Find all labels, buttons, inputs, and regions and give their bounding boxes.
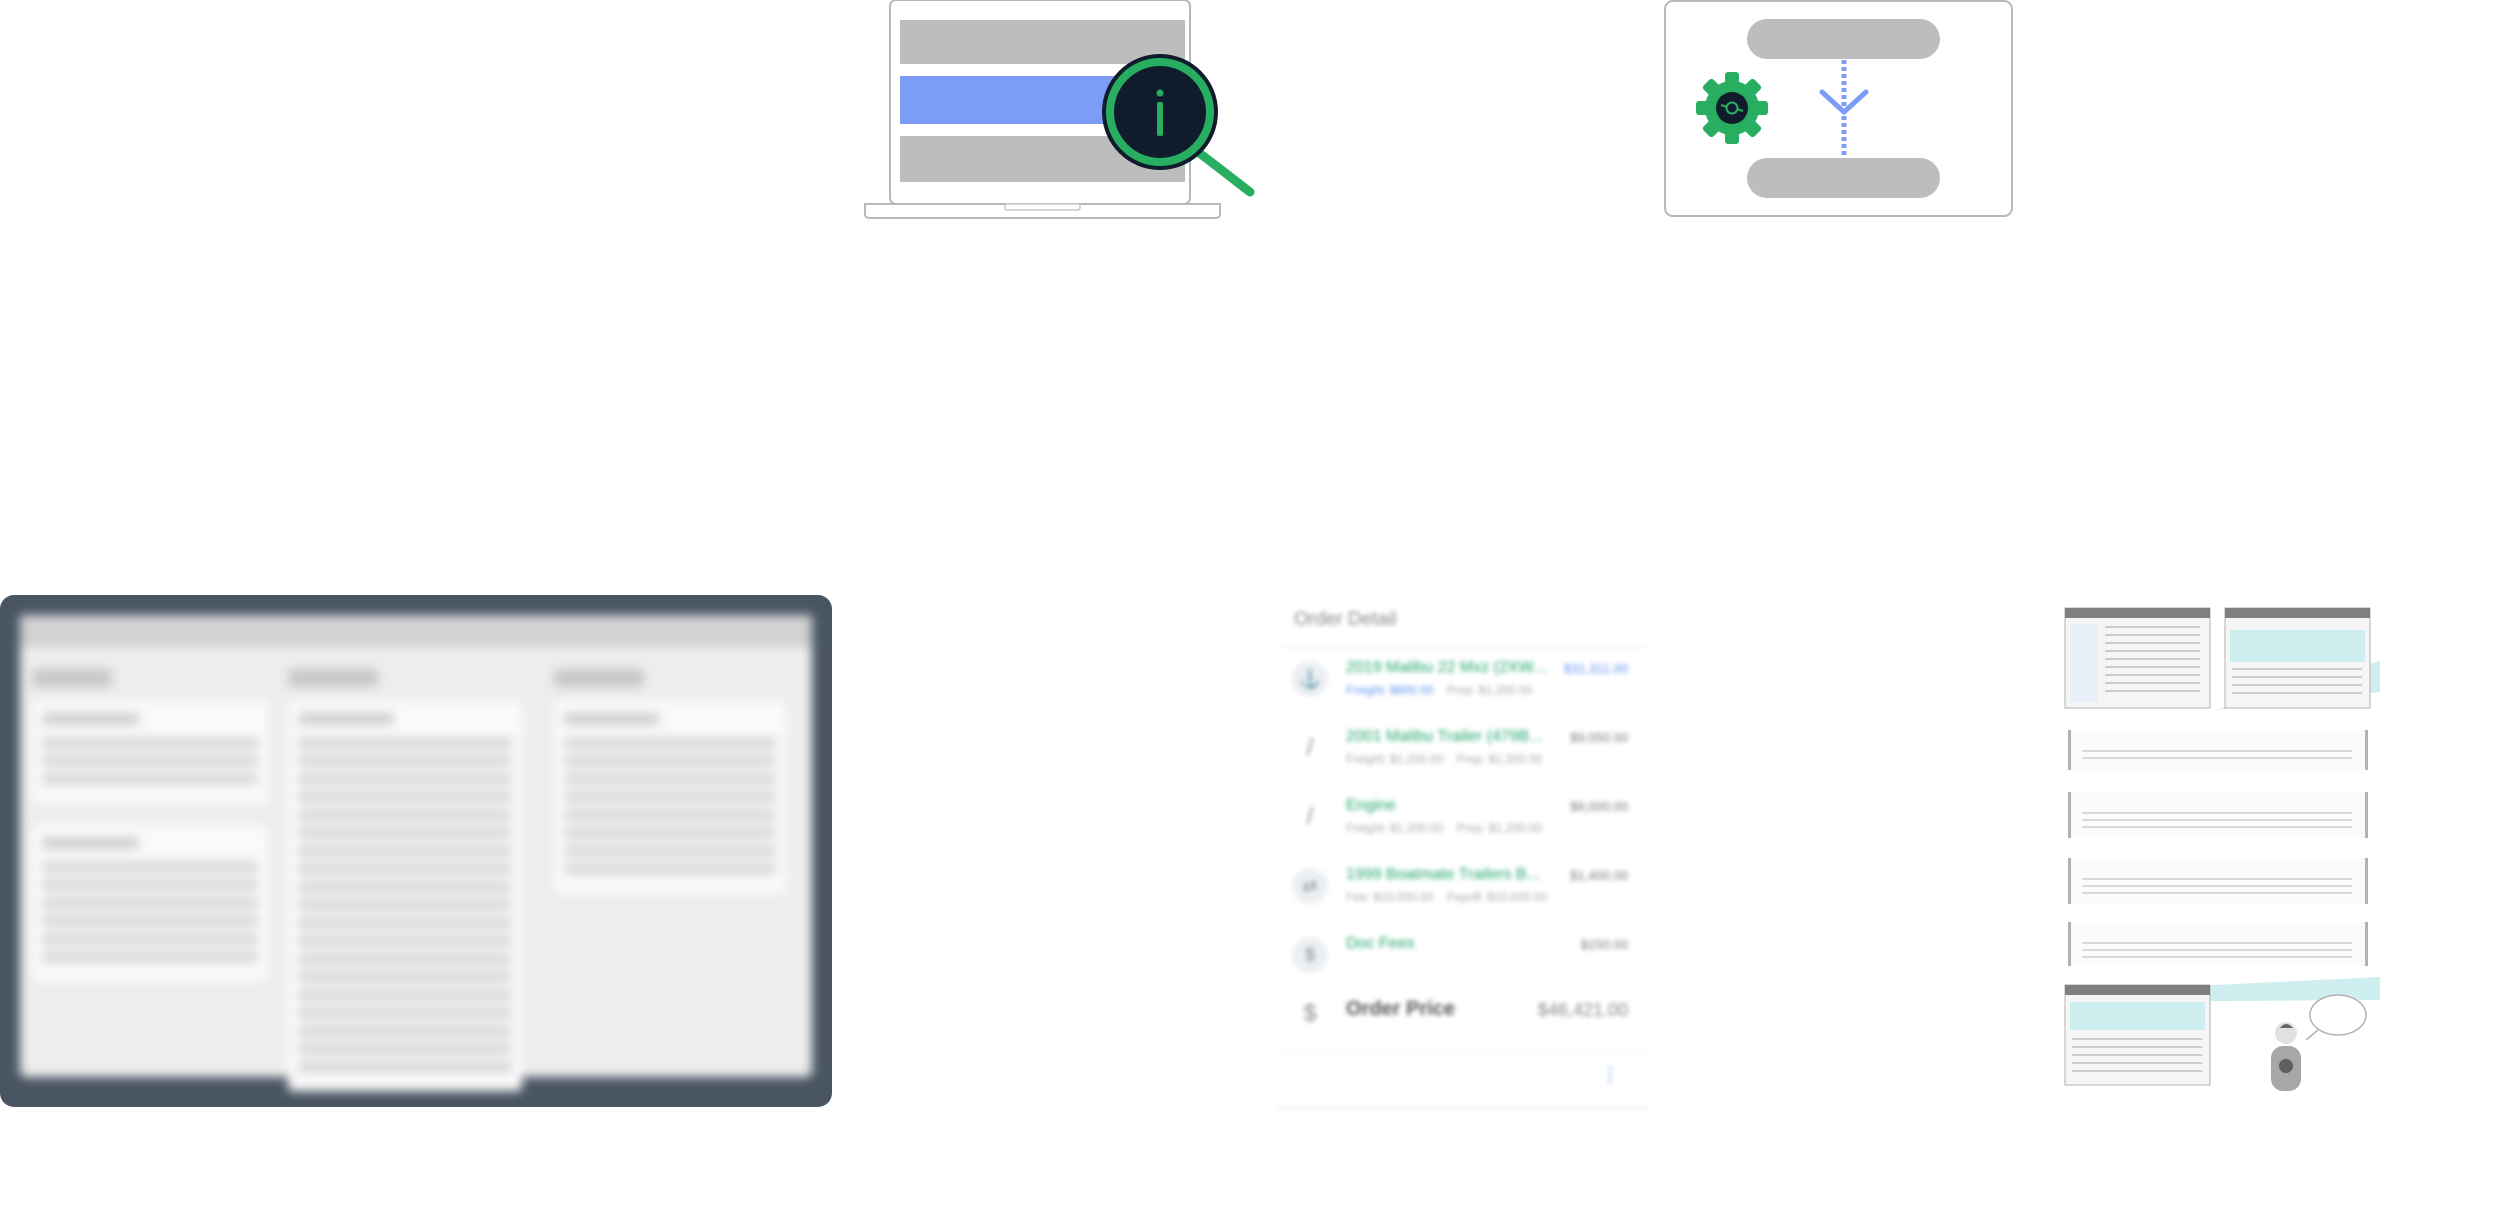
- laptop-search-illustration: [864, 0, 1255, 219]
- order-item-row[interactable]: / Engine Freight: $1,200.00 Prep: $1,200…: [1278, 787, 1648, 849]
- order-total-label: Order Price: [1346, 998, 1455, 1020]
- wrench-icon: /: [1306, 803, 1314, 830]
- order-item-name[interactable]: 2019 Malibu 22 Mxz (2XW...: [1346, 659, 1547, 676]
- info-icon: [1156, 89, 1164, 136]
- order-item-amount: $9,000.00: [1570, 799, 1628, 814]
- order-item-fee: Fee: $10,000.00: [1346, 890, 1434, 904]
- dashboard-column: [554, 669, 786, 915]
- order-item-prep: Prep: $1,200.00: [1456, 752, 1543, 766]
- trailer-icon: ⇄: [1292, 868, 1328, 904]
- workflow-illustration: [1664, 0, 2013, 217]
- order-item-name[interactable]: 1999 Boatmate Trailers B...: [1346, 866, 1540, 883]
- order-total-amount: $46,421.00: [1537, 1000, 1628, 1020]
- dashboard-preview: [0, 595, 832, 1107]
- order-item-row[interactable]: ⚓ 2019 Malibu 22 Mxz (2XW... Freight: $8…: [1278, 649, 1648, 711]
- person-icon: [2271, 1022, 2301, 1091]
- list-panel: [2068, 730, 2368, 770]
- order-total-row: $ Order Price $46,421.00: [1278, 984, 1648, 1046]
- order-item-row[interactable]: ⇄ 1999 Boatmate Trailers B... Fee: $10,0…: [1278, 856, 1648, 918]
- dashboard-column: [32, 669, 268, 1003]
- order-item-freight: Freight: $1,200.00: [1346, 752, 1444, 766]
- order-item-name[interactable]: 2001 Malibu Trailer (479B...: [1346, 728, 1543, 745]
- order-item-prep: Prep: $1,200.00: [1446, 683, 1533, 697]
- order-item-payoff: Payoff: $10,000.00: [1446, 890, 1548, 904]
- dashboard-card: [32, 701, 268, 803]
- list-panel: [2068, 922, 2368, 966]
- dollar-circle-icon: $: [1292, 937, 1328, 973]
- more-vertical-icon[interactable]: ⋮: [1600, 1064, 1620, 1086]
- order-item-prep: Prep: $1,200.00: [1456, 821, 1543, 835]
- dashboard-topbar: [20, 615, 812, 647]
- order-item-amount: $150.00: [1581, 937, 1628, 952]
- order-item-amount: $9,050.00: [1570, 730, 1628, 745]
- wrench-icon: /: [1306, 734, 1314, 761]
- order-item-freight: Freight: $1,200.00: [1346, 821, 1444, 835]
- order-item-freight: Freight: $800.00: [1346, 683, 1434, 697]
- list-panel: [2068, 792, 2368, 838]
- gear-icon: [1696, 72, 1768, 144]
- dashboard-column: [288, 669, 522, 1107]
- dashboard-screen: [20, 615, 812, 1091]
- list-panel: [2068, 858, 2368, 904]
- order-item-name[interactable]: Doc Fees: [1346, 935, 1415, 952]
- order-item-amount: $31,311.00: [1563, 661, 1628, 676]
- order-item-row[interactable]: $ Doc Fees $150.00: [1278, 925, 1648, 987]
- order-item-row[interactable]: / 2001 Malibu Trailer (479B... Freight: …: [1278, 718, 1648, 780]
- speech-bubble: [2305, 994, 2367, 1041]
- order-detail-card: Order Detail ⚓ 2019 Malibu 22 Mxz (2XW..…: [1278, 597, 1648, 1109]
- order-item-name[interactable]: Engine: [1346, 797, 1396, 814]
- order-detail-title: Order Detail: [1294, 609, 1397, 630]
- screens-flow-illustration: [2064, 607, 2380, 1091]
- dashboard-card: [554, 701, 786, 893]
- boat-icon: ⚓: [1292, 661, 1328, 697]
- dollar-icon: $: [1303, 1000, 1317, 1027]
- dashboard-card: [32, 825, 268, 981]
- dashboard-card: [288, 701, 522, 1091]
- order-item-amount: $1,400.00: [1570, 868, 1628, 883]
